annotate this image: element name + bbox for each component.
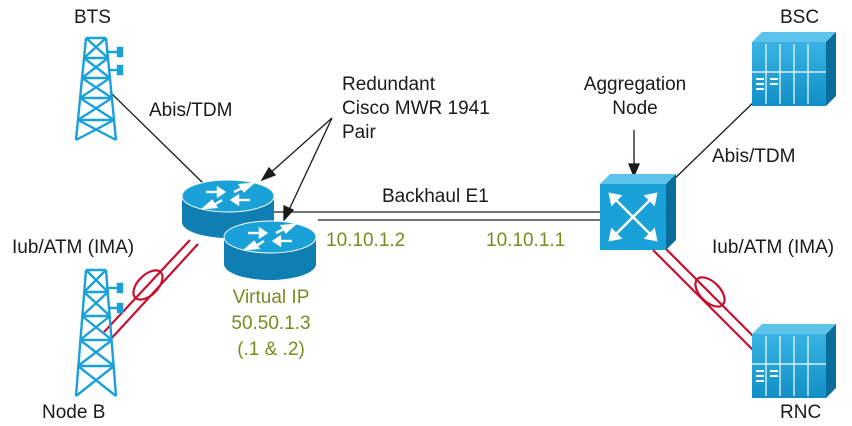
aggregation-label-line1: Aggregation [583, 74, 687, 95]
cell-tower-icon [74, 268, 124, 397]
atm-switch-icon [600, 174, 676, 250]
cell-tower-icon [74, 36, 124, 142]
redundant-label-line2: Cisco MWR 1941 [342, 98, 490, 119]
bsc-label: BSC [780, 7, 820, 28]
iub-right-link [652, 242, 763, 353]
abis-right-link [667, 97, 759, 186]
redundant-label-line1: Redundant [342, 74, 435, 95]
abis-left-link [109, 91, 206, 186]
aggregation-label-line2: Node [612, 98, 658, 119]
ima-bundle-ring-right [694, 276, 726, 308]
ima-bundle-ring-left [132, 269, 164, 301]
virtual-ip-label-line3: (.1 & .2) [237, 339, 305, 360]
connection-lines [109, 91, 759, 221]
backhaul-label: Backhaul E1 [382, 186, 489, 207]
iub-right-label: Iub/ATM (IMA) [712, 237, 835, 258]
virtual-ip-label-line2: 50.50.1.3 [231, 313, 311, 334]
server-rack-icon [752, 324, 836, 398]
aggregation-ip-label: 10.10.1.1 [486, 230, 566, 251]
server-rack-icon [752, 32, 836, 106]
node-b-label: Node B [42, 402, 106, 423]
router-icon [223, 220, 317, 280]
abis-left-label: Abis/TDM [149, 100, 233, 121]
virtual-ip-label-line1: Virtual IP [232, 287, 310, 308]
iub-left-link [103, 239, 199, 341]
router-ip-label: 10.10.1.2 [326, 230, 406, 251]
callout-arrows [260, 117, 640, 222]
abis-right-label: Abis/TDM [712, 146, 796, 167]
redundant-label-line3: Pair [342, 122, 376, 143]
rnc-label: RNC [780, 402, 822, 423]
bts-label: BTS [74, 7, 111, 28]
iub-left-label: Iub/ATM (IMA) [12, 237, 135, 258]
